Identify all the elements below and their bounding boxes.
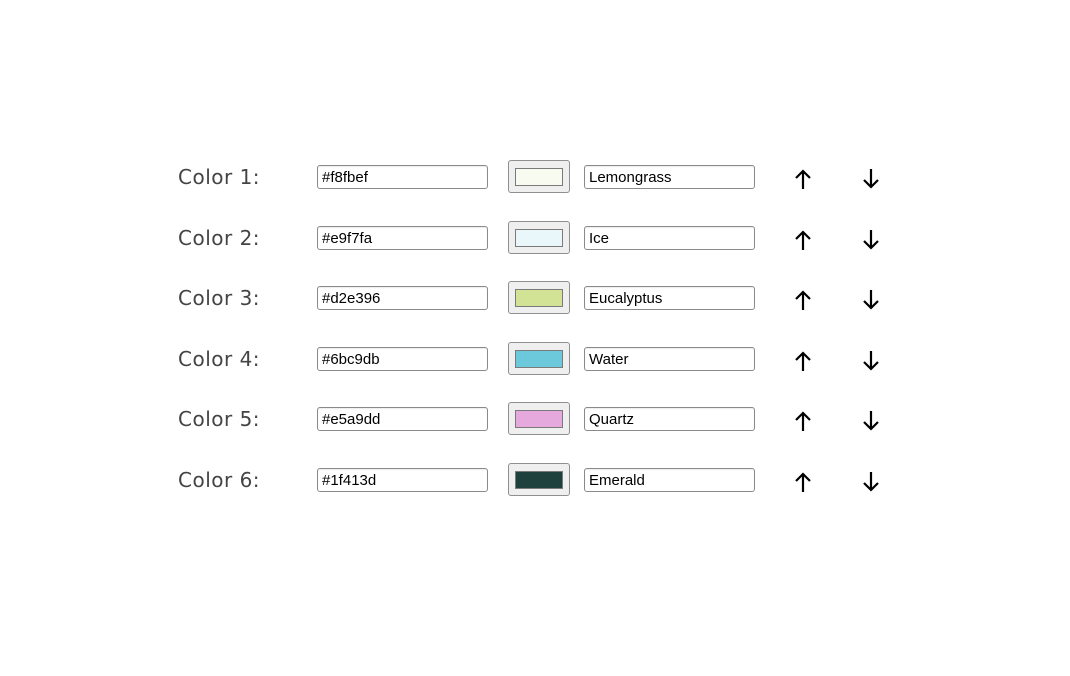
color-swatch-button[interactable] [508, 281, 570, 314]
color-label: Color 4: [178, 347, 261, 371]
color-swatch [515, 289, 563, 307]
hex-input[interactable] [317, 226, 488, 250]
color-swatch [515, 350, 563, 368]
color-swatch-button[interactable] [508, 160, 570, 193]
arrow-down-icon[interactable] [859, 227, 883, 253]
color-name-input[interactable] [584, 347, 755, 371]
color-row-4: Color 4: [0, 342, 1070, 376]
color-swatch [515, 168, 563, 186]
color-swatch-button[interactable] [508, 463, 570, 496]
color-name-input[interactable] [584, 165, 755, 189]
hex-input[interactable] [317, 347, 488, 371]
color-label: Color 1: [178, 165, 261, 189]
color-name-input[interactable] [584, 286, 755, 310]
arrow-up-icon[interactable] [791, 348, 815, 374]
arrow-up-icon[interactable] [791, 227, 815, 253]
hex-input[interactable] [317, 286, 488, 310]
color-swatch-button[interactable] [508, 342, 570, 375]
color-label: Color 5: [178, 407, 261, 431]
color-swatch [515, 229, 563, 247]
color-name-input[interactable] [584, 407, 755, 431]
arrow-down-icon[interactable] [859, 408, 883, 434]
arrow-down-icon[interactable] [859, 287, 883, 313]
arrow-down-icon[interactable] [859, 166, 883, 192]
color-row-3: Color 3: [0, 281, 1070, 315]
color-label: Color 6: [178, 468, 261, 492]
color-row-1: Color 1: [0, 160, 1070, 194]
color-row-2: Color 2: [0, 221, 1070, 255]
hex-input[interactable] [317, 165, 488, 189]
color-row-5: Color 5: [0, 402, 1070, 436]
color-swatch [515, 471, 563, 489]
color-swatch [515, 410, 563, 428]
hex-input[interactable] [317, 407, 488, 431]
arrow-down-icon[interactable] [859, 348, 883, 374]
color-label: Color 2: [178, 226, 261, 250]
arrow-down-icon[interactable] [859, 469, 883, 495]
arrow-up-icon[interactable] [791, 408, 815, 434]
color-swatch-button[interactable] [508, 402, 570, 435]
arrow-up-icon[interactable] [791, 469, 815, 495]
arrow-up-icon[interactable] [791, 166, 815, 192]
color-name-input[interactable] [584, 468, 755, 492]
hex-input[interactable] [317, 468, 488, 492]
color-swatch-button[interactable] [508, 221, 570, 254]
color-label: Color 3: [178, 286, 261, 310]
color-name-input[interactable] [584, 226, 755, 250]
color-row-6: Color 6: [0, 463, 1070, 497]
arrow-up-icon[interactable] [791, 287, 815, 313]
